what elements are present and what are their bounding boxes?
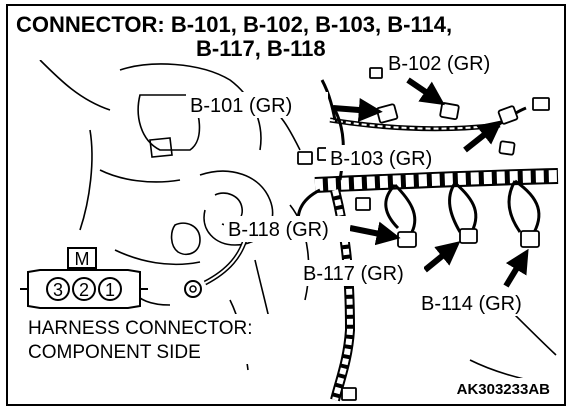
- connector-b101-body: [376, 103, 399, 124]
- label-b117: B-117 (GR): [303, 263, 404, 285]
- arrow-b118: [349, 221, 401, 246]
- label-b101: B-101 (GR): [190, 95, 292, 117]
- connector-face-diagram: M 3 2 1: [20, 247, 148, 309]
- ground-wire: [184, 239, 248, 298]
- arrow-b101: [332, 98, 383, 122]
- arrow-b102: [406, 77, 445, 106]
- connector-small-right: [532, 97, 550, 111]
- pin-1-ring: [98, 277, 122, 301]
- connector-lock-tab: [67, 247, 97, 269]
- pin-3-ring: [46, 277, 70, 301]
- label-b114: B-114 (GR): [421, 293, 522, 315]
- diagram-title-line2: B-117, B-118: [196, 36, 326, 61]
- pin-2-ring: [72, 277, 96, 301]
- connector-b118-body: [397, 231, 417, 248]
- connector-b103-body: [497, 105, 519, 125]
- connector-marker: M: [75, 249, 90, 269]
- figure-code: AK303233AB: [457, 381, 551, 398]
- diagram-frame: [6, 4, 566, 406]
- leader-arrows: [332, 77, 529, 288]
- connector-b117-body: [459, 228, 478, 244]
- label-b103: B-103 (GR): [330, 148, 432, 170]
- pin-3-label: 3: [53, 280, 63, 300]
- connector-small-top: [369, 67, 383, 79]
- connector-b102-body: [439, 102, 460, 121]
- pin-2-label: 2: [79, 280, 89, 300]
- arrow-b103: [463, 120, 503, 153]
- connector-b103-aux: [498, 140, 516, 156]
- connector-b114-body: [520, 230, 540, 248]
- label-b102: B-102 (GR): [388, 53, 490, 75]
- label-backgrounds: [12, 8, 556, 398]
- harness-caption-line1: HARNESS CONNECTOR:: [28, 318, 253, 339]
- connector-small-mid: [355, 197, 371, 211]
- connector-bottom: [341, 387, 357, 401]
- harness-connectors: [297, 67, 550, 401]
- connector-small-left: [297, 151, 313, 165]
- diagram-title-line1: CONNECTOR: B-101, B-102, B-103, B-114,: [16, 12, 452, 37]
- label-b118: B-118 (GR): [228, 219, 329, 241]
- harness-caption-line2: COMPONENT SIDE: [28, 342, 201, 363]
- arrow-b117: [423, 241, 461, 273]
- arrow-b114: [503, 248, 529, 288]
- pin-1-label: 1: [105, 280, 115, 300]
